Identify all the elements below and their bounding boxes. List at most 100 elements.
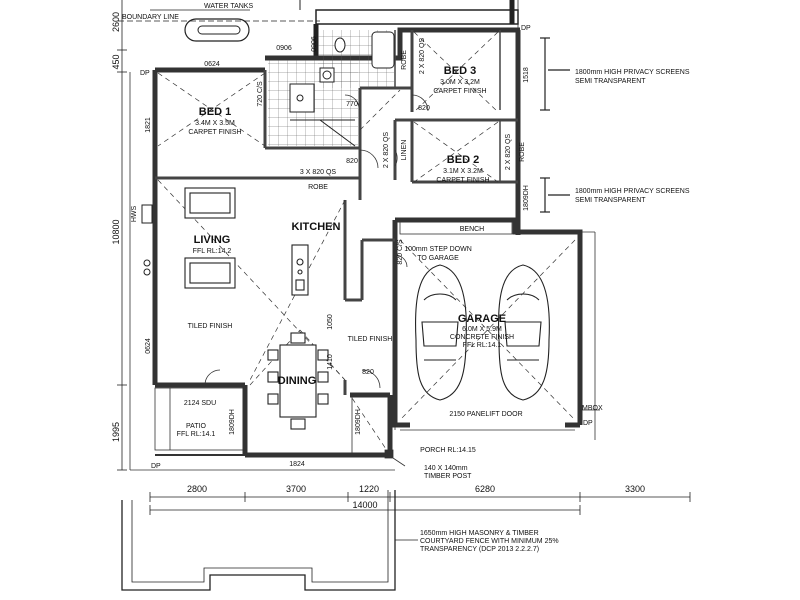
dim-total-14000: 14000 xyxy=(352,500,377,510)
door-0906-a: 0906 xyxy=(276,45,292,52)
dp-label-3: DP xyxy=(151,463,161,470)
outlet-icon xyxy=(143,259,151,267)
room-dining-name: DINING xyxy=(278,375,317,387)
left-dimension-line xyxy=(117,0,127,471)
room-bed3-finish: CARPET FINISH xyxy=(433,88,486,95)
room-garage-name: GARAGE xyxy=(458,313,506,325)
sink-icon xyxy=(296,258,304,266)
bathtub-icon xyxy=(371,31,395,69)
room-living-name: LIVING xyxy=(194,234,231,246)
fence-label-1: 1650mm HIGH MASONRY & TIMBER xyxy=(420,530,539,537)
step-down-label-2: TO GARAGE xyxy=(417,255,459,262)
window-1809-a: 1809DH xyxy=(523,185,530,211)
window-1821: 1821 xyxy=(145,117,152,133)
room-bed2-name: BED 2 xyxy=(447,154,479,166)
dim-1410: 1410 xyxy=(327,354,334,370)
robe-2x820-bed3: 2 X 820 QS xyxy=(419,38,426,75)
porch-label: PORCH RL:14.15 xyxy=(420,447,476,454)
mbox-label: MBOX xyxy=(582,405,603,412)
dp-label-1: DP xyxy=(140,70,150,77)
toilet-icon xyxy=(334,37,346,53)
timber-post-label-2: TIMBER POST xyxy=(424,473,472,480)
room-bed1-finish: CARPET FINISH xyxy=(188,129,241,136)
room-garage-size: 6.0M X 5.9M xyxy=(462,326,502,333)
room-bed2-size: 3.1M X 3.2M xyxy=(443,168,483,175)
window-1809-b: 1809DH xyxy=(229,409,236,435)
room-bed1-size: 3.4M X 3.5M xyxy=(195,120,235,127)
door-720cs: 720 C/S xyxy=(257,81,264,107)
chair-icon xyxy=(267,349,279,361)
hws-unit xyxy=(141,204,153,224)
basin-icon xyxy=(322,70,332,80)
dim-top-3300: 3300 xyxy=(625,484,645,494)
panelift-door-label: 2150 PANELIFT DOOR xyxy=(449,411,522,418)
car-icon-2 xyxy=(498,264,550,401)
dp-label-4: DP xyxy=(583,420,593,427)
courtyard-fence xyxy=(121,490,418,591)
door-0624-a: 0624 xyxy=(204,61,220,68)
privacy-label-1b: SEMI TRANSPARENT xyxy=(575,78,646,85)
dim-left-2600: 2600 xyxy=(111,12,121,32)
bench-label: BENCH xyxy=(460,226,485,233)
room-bed2-finish: CARPET FINISH xyxy=(436,177,489,184)
robe-label-bed2: ROBE xyxy=(519,142,526,162)
dim-left-450: 450 xyxy=(111,54,121,69)
window-1824: 1824 xyxy=(289,461,305,468)
dp-label-2: DP xyxy=(521,25,531,32)
water-tanks-label: WATER TANKS xyxy=(204,3,253,10)
drain-icon xyxy=(296,94,304,102)
bench xyxy=(399,221,513,235)
window-1518: 1518 xyxy=(523,67,530,83)
door-0624-b: 0624 xyxy=(145,338,152,354)
robe-label-bed1: ROBE xyxy=(308,184,328,191)
dim-top-1220: 1220 xyxy=(359,484,379,494)
dining-table xyxy=(279,344,317,418)
timber-post xyxy=(384,449,394,459)
car-icon xyxy=(415,264,467,401)
patio-area xyxy=(154,387,246,456)
privacy-label-2b: SEMI TRANSPARENT xyxy=(575,197,646,204)
room-bed3-size: 3.0M X 3.2M xyxy=(440,79,480,86)
hws-label: HWS xyxy=(131,206,138,223)
step-down-label-1: 100mm STEP DOWN xyxy=(404,246,472,253)
door-0906-b: 0906 xyxy=(311,36,318,52)
room-garage-finish: CONCRETE FINISH xyxy=(450,334,514,341)
room-garage-ffl: FFL RL:14.1 xyxy=(463,342,502,349)
privacy-label-1a: 1800mm HIGH PRIVACY SCREENS xyxy=(575,69,690,76)
room-bed1-name: BED 1 xyxy=(199,106,231,118)
linen-label: LINEN xyxy=(401,140,408,161)
water-tanks xyxy=(118,9,320,42)
room-bed3-name: BED 3 xyxy=(444,65,476,77)
dim-1050: 1050 xyxy=(327,314,334,330)
door-820-c: 820 xyxy=(362,369,374,376)
fence-label-2: COURTYARD FENCE WITH MINIMUM 25% xyxy=(420,538,559,545)
door-swings xyxy=(204,94,429,389)
bottom-dimension-lines xyxy=(149,492,691,515)
porch-area xyxy=(351,396,389,454)
door-820-a: 820 xyxy=(346,158,358,165)
dim-top-6280: 6280 xyxy=(475,484,495,494)
sdu-label: 2124 SDU xyxy=(184,400,216,407)
dim-top-3700: 3700 xyxy=(286,484,306,494)
tiled-finish-hall: TILED FINISH xyxy=(348,336,393,343)
dim-left-1995: 1995 xyxy=(111,422,121,442)
room-patio-ffl: FFL RL:14.1 xyxy=(177,431,216,438)
dim-top-2800: 2800 xyxy=(187,484,207,494)
privacy-label-2a: 1800mm HIGH PRIVACY SCREENS xyxy=(575,188,690,195)
robe-2x820-bed2: 2 X 820 QS xyxy=(505,134,512,171)
fence-label-3: TRANSPARENCY (DCP 2013 2.2.2.7) xyxy=(420,546,539,553)
privacy-screens xyxy=(540,37,570,213)
door-820cs: 820 C/S xyxy=(397,239,404,265)
window-1809-c: 1809DH xyxy=(355,409,362,435)
dim-left-10800: 10800 xyxy=(111,219,121,244)
robe-3x820: 3 X 820 QS xyxy=(300,169,337,176)
timber-post-label-1: 140 X 140mm xyxy=(424,465,468,472)
robe-2x820-linen: 2 X 820 QS xyxy=(383,132,390,169)
robe-label-bed3: ROBE xyxy=(401,50,408,70)
tiled-finish-living: TILED FINISH xyxy=(188,323,233,330)
room-kitchen-name: KITCHEN xyxy=(292,221,341,233)
exterior-walls xyxy=(152,27,583,458)
room-patio-name: PATIO xyxy=(186,423,207,430)
door-820-b: 820 xyxy=(418,105,430,112)
